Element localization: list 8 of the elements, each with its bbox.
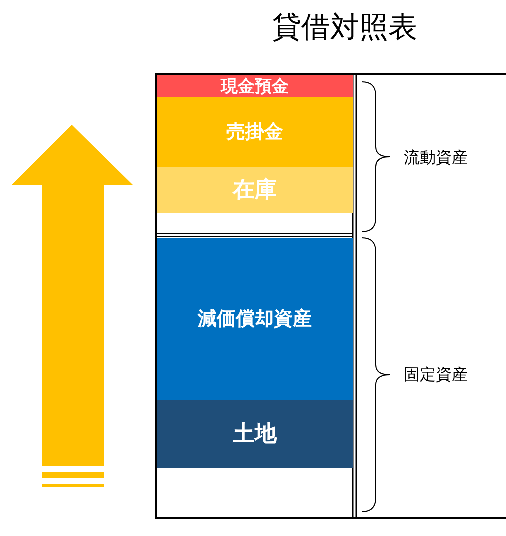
asset-band: 売掛金 — [157, 97, 353, 167]
category-label: 流動資産 — [404, 148, 468, 169]
asset-band: 土地 — [157, 400, 353, 468]
asset-band: 在庫 — [157, 167, 353, 213]
asset-band: 現金預金 — [157, 75, 353, 97]
title: 貸借対照表 — [272, 9, 418, 46]
category-label: 固定資産 — [404, 365, 468, 386]
asset-band: 減価償却資産 — [157, 238, 353, 400]
